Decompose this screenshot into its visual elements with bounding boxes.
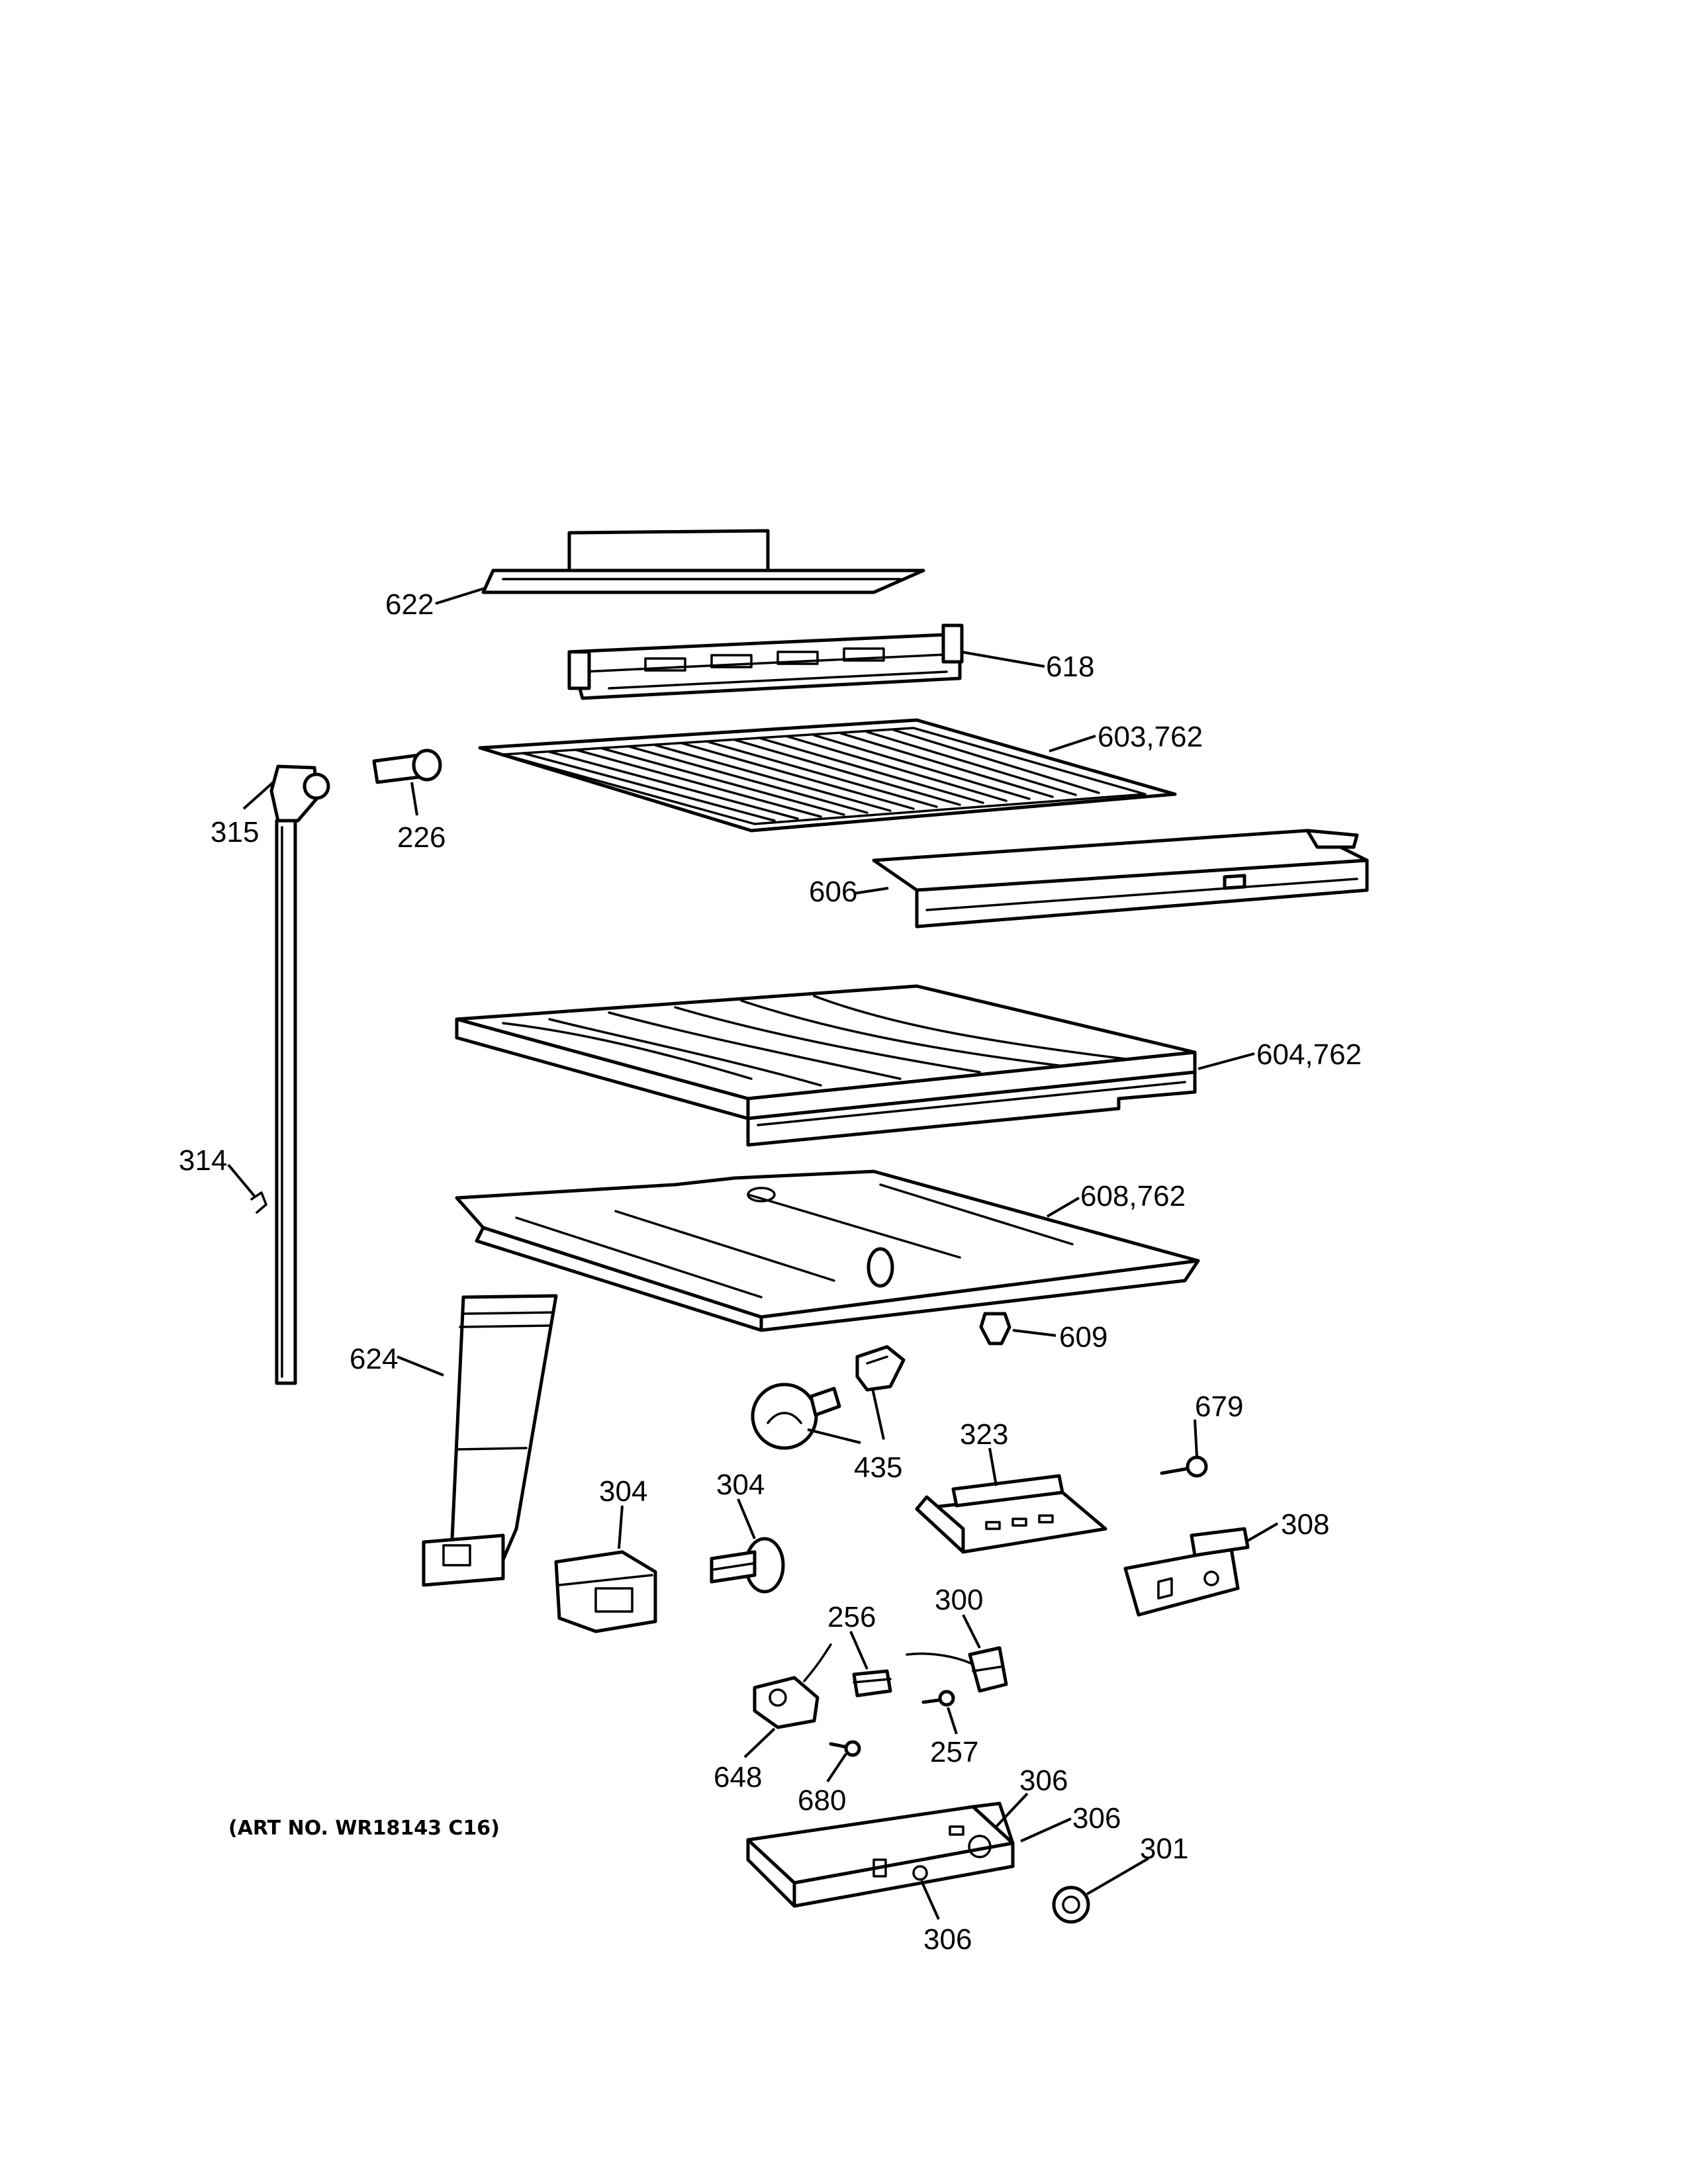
callout-622: 622 xyxy=(385,588,434,621)
part-256-switch xyxy=(852,1669,892,1698)
leader-306-a xyxy=(995,1792,1029,1828)
callout-308: 308 xyxy=(1281,1508,1329,1541)
part-308-plate xyxy=(1123,1527,1250,1617)
callout-301: 301 xyxy=(1140,1833,1188,1865)
callout-606: 606 xyxy=(809,876,857,908)
part-603-wire-shelf xyxy=(478,718,1177,833)
callout-604-762: 604,762 xyxy=(1256,1038,1362,1071)
leader-308 xyxy=(1246,1522,1279,1542)
part-435-bulb xyxy=(751,1383,841,1450)
part-624-duct xyxy=(422,1294,558,1587)
part-604-shelf-frame xyxy=(455,984,1197,1147)
part-226-knob xyxy=(372,749,442,784)
part-257-screw xyxy=(921,1690,955,1707)
leader-306-b xyxy=(1020,1817,1072,1843)
leader-304-b xyxy=(737,1498,756,1539)
callout-306-b: 306 xyxy=(1072,1802,1121,1835)
part-609-clip xyxy=(979,1312,1011,1345)
part-314-rod xyxy=(250,819,297,1385)
leader-323 xyxy=(988,1447,998,1486)
leader-622 xyxy=(435,586,487,605)
part-622-cover xyxy=(481,529,925,594)
callout-314: 314 xyxy=(179,1144,227,1177)
leader-300 xyxy=(962,1614,981,1649)
part-315-cam xyxy=(269,764,330,823)
leader-606 xyxy=(853,887,889,895)
callout-labels: 622 618 603,762 315 226 606 604,762 314 … xyxy=(179,588,1362,1956)
art-number: (ART NO. WR18143 C16) xyxy=(228,1817,500,1840)
leader-604-762 xyxy=(1197,1052,1255,1070)
callout-680: 680 xyxy=(798,1784,846,1817)
callout-323: 323 xyxy=(960,1418,1008,1451)
part-301-knob xyxy=(1052,1886,1090,1924)
leader-603-762 xyxy=(1049,735,1096,752)
part-608-cover xyxy=(455,1169,1200,1332)
callout-304-b: 304 xyxy=(716,1469,765,1501)
part-300-thermostat xyxy=(906,1646,1008,1693)
part-679-screw xyxy=(1160,1455,1208,1478)
callout-226: 226 xyxy=(397,821,445,854)
part-306-housing xyxy=(746,1801,1015,1908)
part-618-bracket xyxy=(567,623,964,700)
leader-226 xyxy=(410,782,418,816)
part-323-bracket xyxy=(915,1474,1107,1554)
callout-435: 435 xyxy=(854,1451,902,1484)
leader-315 xyxy=(242,780,276,810)
leader-314 xyxy=(227,1163,256,1198)
leader-257 xyxy=(947,1707,958,1735)
callout-257: 257 xyxy=(930,1736,978,1768)
callout-300: 300 xyxy=(935,1584,983,1616)
leader-680 xyxy=(826,1752,847,1783)
leader-679 xyxy=(1194,1419,1198,1457)
callout-603-762: 603,762 xyxy=(1098,721,1203,753)
callout-648: 648 xyxy=(714,1761,762,1794)
leader-648 xyxy=(743,1727,776,1758)
part-435-socket xyxy=(855,1345,906,1392)
callout-304-a: 304 xyxy=(599,1475,647,1508)
part-648-motor xyxy=(753,1643,832,1729)
part-304-housing xyxy=(554,1550,657,1633)
callout-608-762: 608,762 xyxy=(1080,1180,1186,1212)
part-680-screw xyxy=(829,1740,861,1757)
part-304-knob xyxy=(710,1537,785,1594)
callout-306-a: 306 xyxy=(1019,1764,1068,1797)
leader-609 xyxy=(1012,1329,1056,1337)
leader-304-a xyxy=(618,1505,624,1549)
leader-301 xyxy=(1086,1857,1150,1895)
callout-315: 315 xyxy=(211,816,259,848)
leader-435-bulb xyxy=(807,1428,861,1444)
leader-435-socket xyxy=(871,1388,885,1440)
leader-256 xyxy=(849,1631,868,1670)
callout-679: 679 xyxy=(1195,1390,1243,1423)
leader-618 xyxy=(961,651,1045,668)
callout-256: 256 xyxy=(827,1601,876,1633)
callout-624: 624 xyxy=(350,1343,398,1375)
leader-608-762 xyxy=(1046,1197,1080,1218)
leader-624 xyxy=(397,1355,444,1377)
leader-lines xyxy=(227,586,1279,1920)
part-606-panel xyxy=(872,829,1369,929)
callout-618: 618 xyxy=(1046,651,1094,683)
leader-306-c xyxy=(920,1880,940,1920)
callout-609: 609 xyxy=(1059,1321,1107,1353)
callout-306-c: 306 xyxy=(923,1923,972,1956)
